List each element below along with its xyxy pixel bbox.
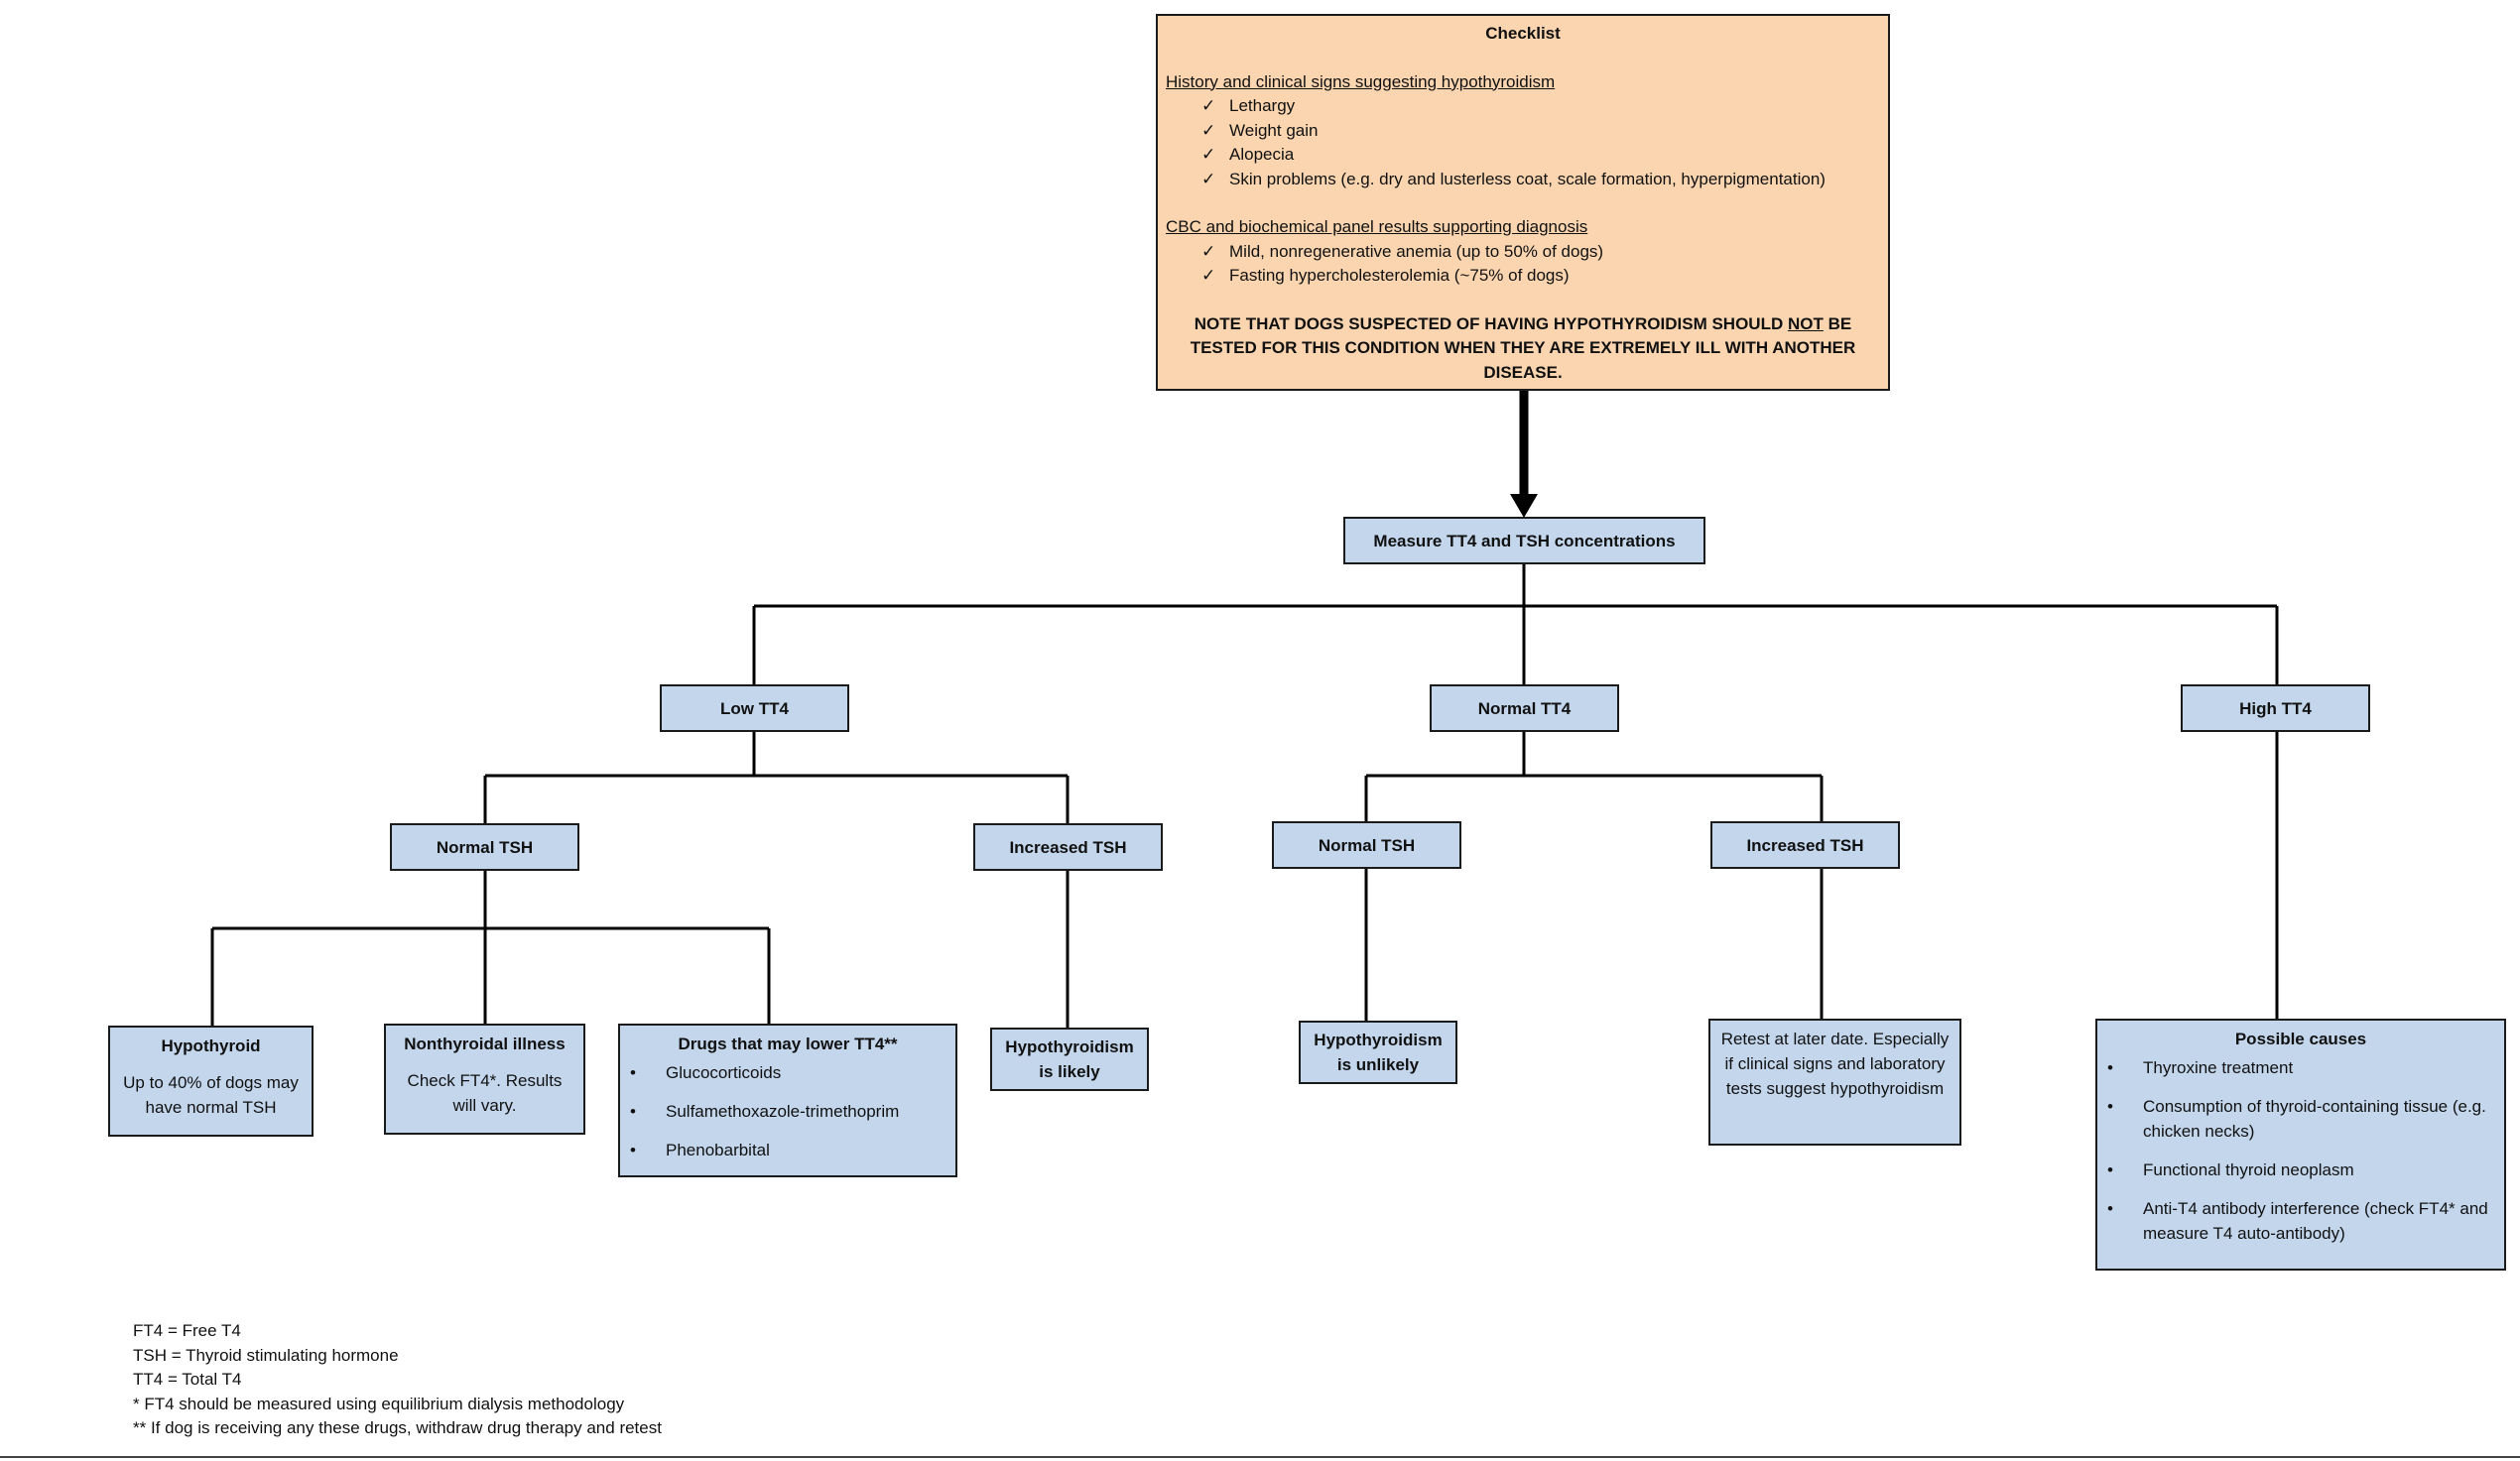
check-icon: ✓	[1201, 266, 1216, 285]
normal-increased-tsh-box: Increased TSH	[1710, 821, 1900, 869]
list-item: ✓Fasting hypercholesterolemia (~75% of d…	[1201, 264, 1880, 289]
list-item: •Phenobarbital	[630, 1138, 945, 1162]
likely-title: Hypothyroidism is likely	[1005, 1037, 1134, 1081]
unlikely-title: Hypothyroidism is unlikely	[1314, 1031, 1443, 1074]
list-item: ✓Lethargy	[1201, 94, 1880, 119]
bullet-icon: •	[630, 1102, 636, 1121]
bullet-icon: •	[2107, 1097, 2113, 1116]
unlikely-box: Hypothyroidism is unlikely	[1299, 1021, 1457, 1084]
hypothyroid-title: Hypothyroid	[161, 1036, 261, 1055]
legend-item: * FT4 should be measured using equilibri…	[133, 1394, 625, 1413]
main-arrow-head	[1510, 494, 1538, 518]
legend: FT4 = Free T4 TSH = Thyroid stimulating …	[133, 1319, 662, 1441]
legend-item: FT4 = Free T4	[133, 1321, 241, 1340]
bullet-icon: •	[630, 1141, 636, 1159]
cbc-list: ✓Mild, nonregenerative anemia (up to 50%…	[1166, 240, 1880, 289]
hypothyroid-box: Hypothyroid Up to 40% of dogs may have n…	[108, 1026, 314, 1137]
legend-item: ** If dog is receiving any these drugs, …	[133, 1418, 662, 1437]
low-tt4-box: Low TT4	[660, 684, 849, 732]
nonthyroidal-box: Nonthyroidal illness Check FT4*. Results…	[384, 1024, 585, 1135]
drugs-title: Drugs that may lower TT4**	[678, 1035, 898, 1053]
normal-normal-tsh-box: Normal TSH	[1272, 821, 1461, 869]
nonthyroidal-title: Nonthyroidal illness	[404, 1035, 566, 1053]
checklist-note: NOTE THAT DOGS SUSPECTED OF HAVING HYPOT…	[1190, 313, 1856, 382]
low-increased-tsh-box: Increased TSH	[973, 823, 1163, 871]
legend-item: TSH = Thyroid stimulating hormone	[133, 1345, 399, 1365]
bullet-icon: •	[2107, 1160, 2113, 1179]
possible-causes-box: Possible causes •Thyroxine treatment •Co…	[2095, 1019, 2506, 1271]
bottom-divider	[0, 1456, 2520, 1458]
check-icon: ✓	[1201, 241, 1216, 261]
check-icon: ✓	[1201, 169, 1216, 188]
legend-item: TT4 = Total T4	[133, 1370, 242, 1389]
list-item: •Sulfamethoxazole-trimethoprim	[630, 1099, 945, 1124]
list-item: •Anti-T4 antibody interference (check FT…	[2107, 1196, 2494, 1246]
retest-box: Retest at later date. Especially if clin…	[1708, 1019, 1961, 1146]
possible-causes-list: •Thyroxine treatment •Consumption of thy…	[2107, 1055, 2494, 1246]
checklist-box: Checklist History and clinical signs sug…	[1156, 14, 1890, 391]
checklist-title: Checklist	[1485, 24, 1561, 43]
list-item: •Consumption of thyroid-containing tissu…	[2107, 1094, 2494, 1144]
normal-tt4-box: Normal TT4	[1430, 684, 1619, 732]
hypothyroid-text: Up to 40% of dogs may have normal TSH	[123, 1073, 299, 1117]
check-icon: ✓	[1201, 145, 1216, 164]
list-item: ✓Alopecia	[1201, 143, 1880, 168]
bullet-icon: •	[2107, 1199, 2113, 1218]
measure-box: Measure TT4 and TSH concentrations	[1343, 517, 1705, 564]
low-normal-tsh-box: Normal TSH	[390, 823, 579, 871]
history-list: ✓Lethargy ✓Weight gain ✓Alopecia ✓Skin p…	[1166, 94, 1880, 191]
bullet-icon: •	[2107, 1058, 2113, 1077]
likely-box: Hypothyroidism is likely	[990, 1028, 1149, 1091]
bullet-icon: •	[630, 1063, 636, 1082]
list-item: •Thyroxine treatment	[2107, 1055, 2494, 1080]
possible-causes-title: Possible causes	[2234, 1030, 2367, 1048]
cbc-heading: CBC and biochemical panel results suppor…	[1166, 217, 1588, 236]
check-icon: ✓	[1201, 96, 1216, 115]
list-item: ✓Skin problems (e.g. dry and lusterless …	[1201, 168, 1880, 192]
list-item: •Glucocorticoids	[630, 1060, 945, 1085]
history-heading: History and clinical signs suggesting hy…	[1166, 71, 1556, 91]
list-item: ✓Weight gain	[1201, 119, 1880, 144]
retest-text: Retest at later date. Especially if clin…	[1720, 1030, 1950, 1098]
list-item: •Functional thyroid neoplasm	[2107, 1157, 2494, 1182]
list-item: ✓Mild, nonregenerative anemia (up to 50%…	[1201, 240, 1880, 265]
drugs-list: •Glucocorticoids •Sulfamethoxazole-trime…	[630, 1060, 945, 1162]
check-icon: ✓	[1201, 120, 1216, 140]
drugs-box: Drugs that may lower TT4** •Glucocortico…	[618, 1024, 957, 1177]
nonthyroidal-text: Check FT4*. Results will vary.	[407, 1071, 563, 1115]
high-tt4-box: High TT4	[2181, 684, 2370, 732]
